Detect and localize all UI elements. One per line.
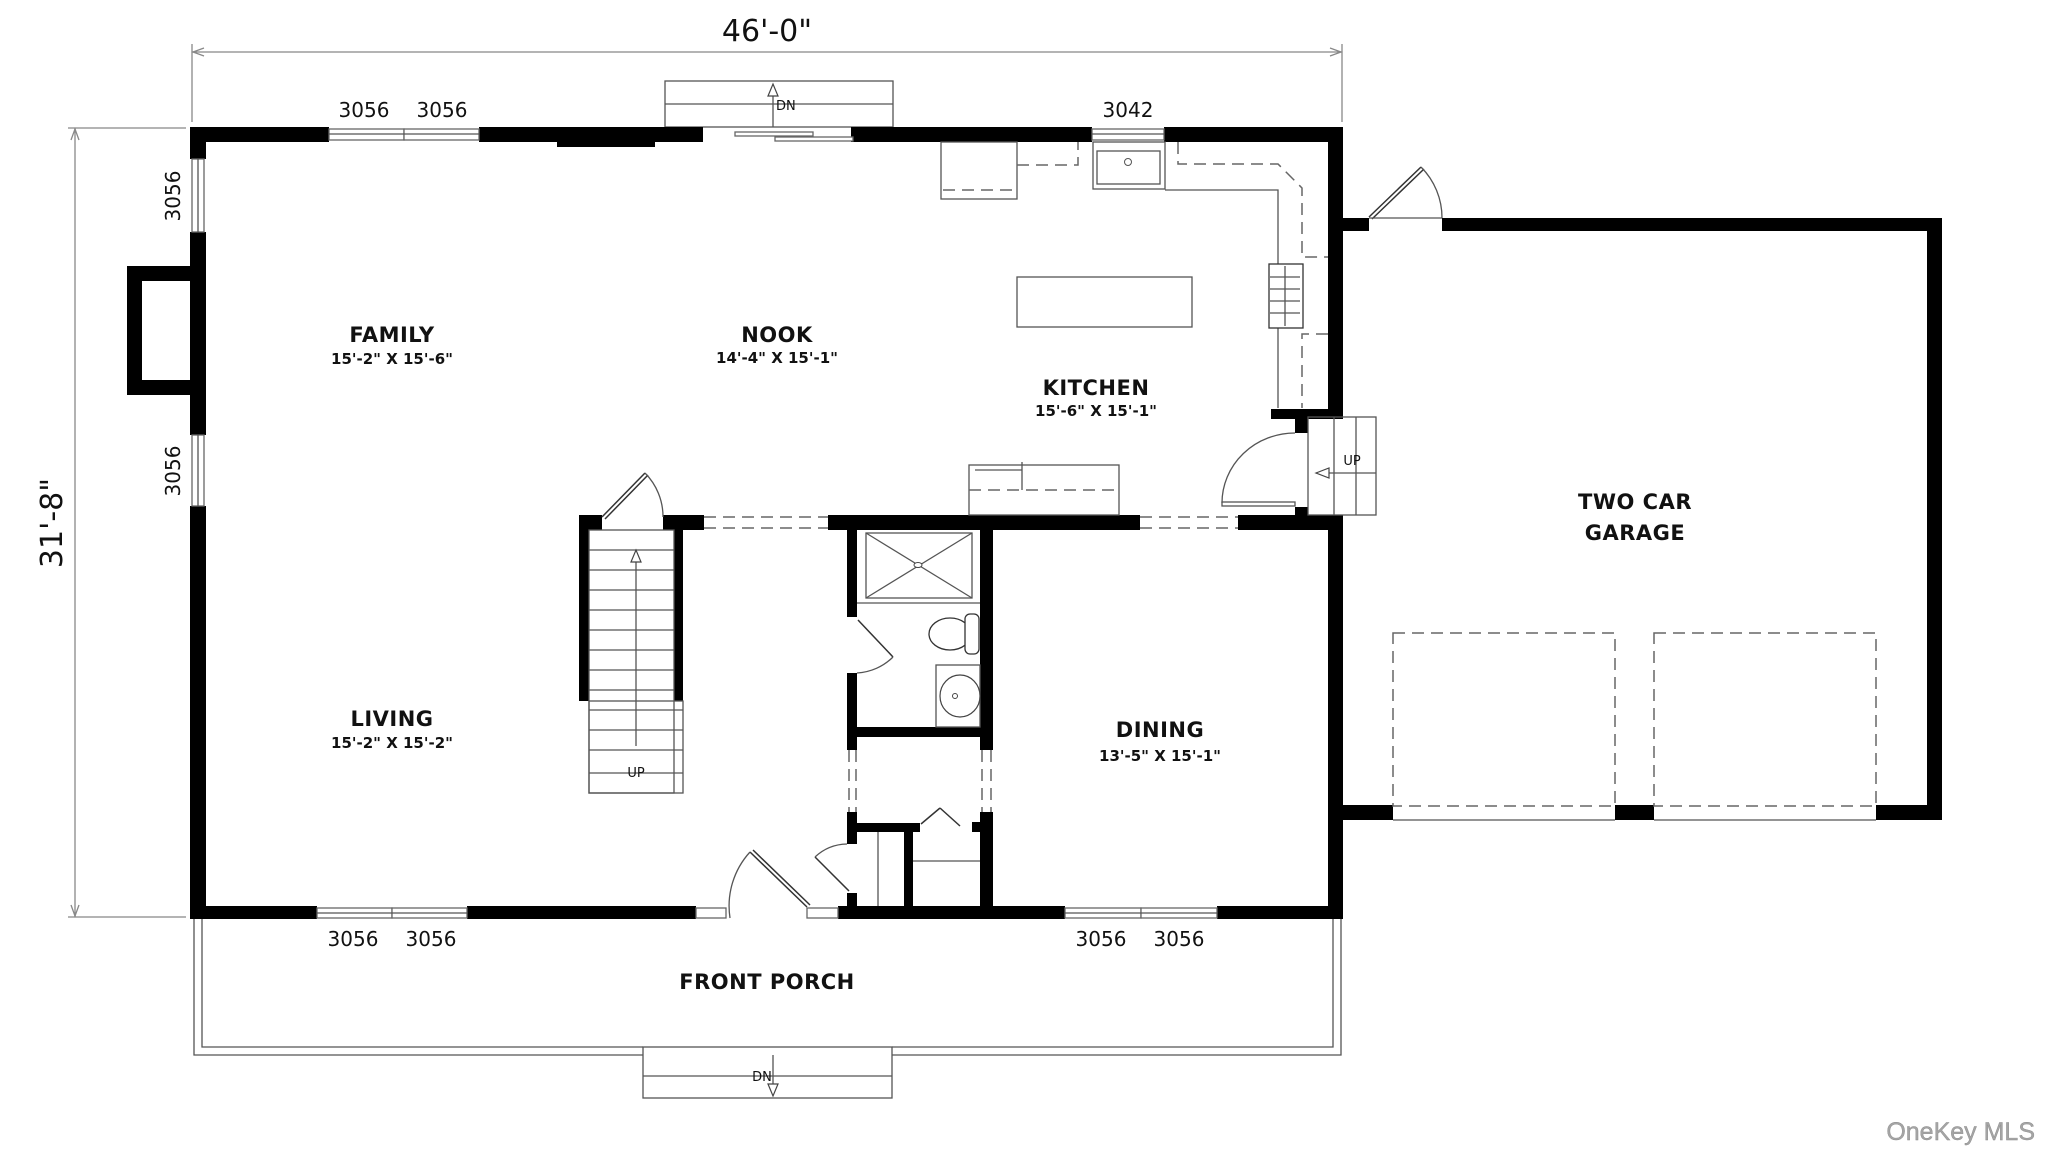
windows (191, 128, 1218, 919)
window-label: 3056 (1154, 927, 1205, 951)
room-garage-name-line1: TWO CAR (1578, 490, 1692, 514)
window-label: 3056 (328, 927, 379, 951)
garage-door-1 (1392, 632, 1616, 807)
room-dining-name: DINING (1116, 718, 1204, 742)
watermark: OneKey MLS (1886, 1118, 2035, 1146)
room-living-name: LIVING (350, 707, 433, 731)
back-step: DN (664, 80, 894, 128)
garage-step-label: UP (1343, 454, 1361, 469)
garage-step: UP (1221, 416, 1377, 516)
room-porch-name: FRONT PORCH (679, 970, 854, 994)
room-dining-size: 13'-5" X 15'-1" (1099, 747, 1221, 765)
chimney-block (557, 127, 655, 147)
arrow-up-icon (630, 548, 642, 563)
kitchen-sink (1092, 141, 1166, 190)
arrow-left-icon (1314, 467, 1330, 479)
window-label: 3056 (161, 446, 185, 497)
window-label: 3056 (406, 927, 457, 951)
window-label: 3042 (1103, 98, 1154, 122)
window-label: 3056 (417, 98, 468, 122)
fireplace (127, 266, 191, 395)
room-nook-size: 14'-4" X 15'-1" (716, 349, 838, 367)
toilet-tank (964, 613, 980, 655)
range (1268, 263, 1304, 329)
back-step-label: DN (776, 99, 796, 114)
garage (1343, 166, 1942, 821)
window-labels: 3056 3056 3042 3056 3056 3056 3056 3056 … (161, 98, 1204, 951)
refrigerator (940, 141, 1018, 200)
room-labels: FAMILY 15'-2" X 15'-6" NOOK 14'-4" X 15'… (331, 323, 1692, 994)
overall-depth-label: 31'-8" (35, 478, 70, 568)
room-family-size: 15'-2" X 15'-6" (331, 350, 453, 368)
room-kitchen-size: 15'-6" X 15'-1" (1035, 402, 1157, 420)
room-living-size: 15'-2" X 15'-2" (331, 734, 453, 752)
shower (865, 532, 973, 599)
window-label: 3056 (1076, 927, 1127, 951)
front-porch: DN (193, 919, 1342, 1099)
entry-door (695, 849, 839, 919)
kitchen-cabinets (940, 141, 1328, 516)
interior-walls (579, 409, 1343, 906)
overall-width-label: 46'-0" (722, 14, 812, 49)
window-label: 3056 (161, 171, 185, 222)
arrow-down-icon (767, 1083, 779, 1098)
main-stair: UP (588, 472, 684, 794)
bathroom (814, 532, 981, 906)
main-stair-label: UP (627, 766, 645, 781)
depth-dimension: 31'-8" (35, 127, 186, 918)
room-garage-name-line2: GARAGE (1585, 521, 1686, 545)
kitchen-island (1016, 276, 1193, 328)
exterior-walls (190, 127, 1343, 919)
width-dimension: 46'-0" (191, 14, 1343, 122)
front-step-label: DN (752, 1070, 772, 1085)
garage-door-2 (1653, 632, 1877, 807)
room-kitchen-name: KITCHEN (1043, 376, 1150, 400)
room-family-name: FAMILY (349, 323, 435, 347)
arrow-up-icon (767, 82, 779, 97)
window-label: 3056 (339, 98, 390, 122)
drain-icon (913, 562, 923, 568)
sink-icon (939, 674, 981, 718)
room-nook-name: NOOK (741, 323, 813, 347)
